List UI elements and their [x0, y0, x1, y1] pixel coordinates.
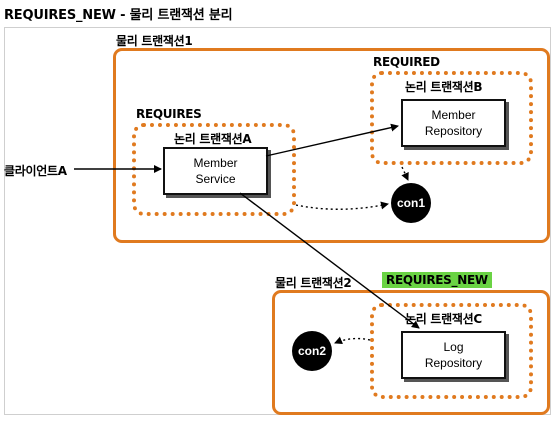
arrow-txa-to-con1 [295, 201, 389, 210]
tx-a-propagation: REQUIRES [136, 107, 202, 121]
tx-c-propagation-badge: REQUIRES_NEW [382, 272, 492, 288]
arrow-service-to-member-repo [265, 123, 399, 157]
con2-connection: con2 [292, 331, 332, 371]
tx-a-label: 논리 트랜잭션A [174, 132, 252, 146]
physical-tx1-box [113, 48, 550, 243]
diagram-title: REQUIRES_NEW - 물리 트랜잭션 분리 [4, 8, 233, 23]
tx-b-box [370, 71, 533, 165]
physical-tx2-label: 물리 트랜잭션2 [275, 276, 352, 290]
member-repository-line2: Repository [424, 124, 483, 138]
physical-tx1-label: 물리 트랜잭션1 [116, 34, 193, 48]
member-service-line2: Service [195, 172, 236, 186]
tx-b-label: 논리 트랜잭션B [405, 80, 483, 94]
con1-connection: con1 [391, 183, 431, 223]
physical-tx2-box [272, 290, 550, 415]
member-repository-line1: Member [431, 108, 476, 122]
arrow-txc-to-con2 [334, 336, 371, 345]
arrow-member-repo-to-con1 [401, 166, 409, 181]
tx-c-label: 논리 트랜잭션C [405, 312, 482, 326]
tx-c-box [370, 303, 533, 399]
log-repository-node: Log Repository [401, 331, 506, 379]
client-label: 클라이언트A [4, 164, 67, 178]
member-repository-node: Member Repository [401, 99, 506, 147]
tx-b-propagation: REQUIRED [373, 55, 440, 69]
member-service-node: Member Service [163, 147, 268, 195]
arrow-service-to-log-repo [239, 192, 420, 329]
log-repository-line1: Log [443, 340, 464, 354]
member-service-line1: Member [193, 156, 238, 170]
log-repository-line2: Repository [424, 356, 483, 370]
